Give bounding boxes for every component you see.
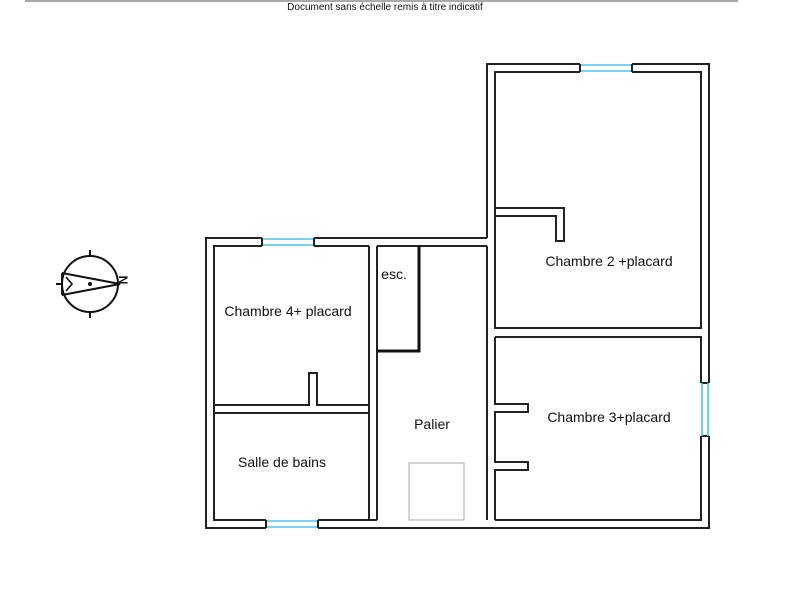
compass-north-label: N [116, 276, 130, 285]
window-salle-de-bains [265, 520, 319, 528]
outer-walls-left [205, 237, 710, 529]
room-label-chambre2: Chambre 2 +placard [545, 253, 672, 269]
room-label-salle-de-bains: Salle de bains [238, 454, 326, 470]
room-label-esc: esc. [381, 266, 407, 282]
room-label-palier: Palier [414, 416, 450, 432]
room-label-chambre3: Chambre 3+placard [547, 409, 670, 425]
staircase-outline [377, 246, 421, 353]
compass-icon: N [56, 250, 130, 318]
window-chambre4 [261, 238, 315, 246]
window-chambre3 [701, 383, 709, 436]
outer-walls-right [486, 63, 710, 383]
window-chambre2 [579, 64, 633, 72]
plan-disclaimer: Document sans échelle remis à titre indi… [287, 2, 483, 13]
room-label-chambre4: Chambre 4+ placard [224, 303, 351, 319]
